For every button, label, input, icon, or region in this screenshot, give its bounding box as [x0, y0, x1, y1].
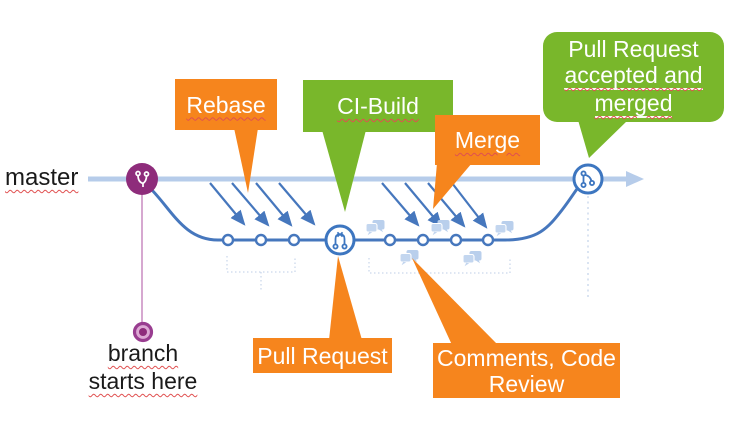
- callout-comments-line1: Comments, Code: [437, 344, 616, 371]
- callout-pr-accepted-line1: Pull Request: [568, 36, 699, 62]
- comments-callout-pointer: [412, 258, 498, 345]
- commit-node[interactable]: [449, 233, 463, 247]
- rebase-callout-pointer: [234, 128, 258, 193]
- feature-branch-line: [148, 186, 579, 242]
- callout-pr-accepted-line3: merged: [594, 90, 673, 118]
- pr-accepted-callout-pointer: [578, 120, 628, 158]
- master-branch-label-text: master: [5, 164, 79, 191]
- squash-bracket-right: [368, 258, 511, 274]
- callout-rebase[interactable]: Rebase: [175, 79, 277, 130]
- commit-node[interactable]: [287, 233, 301, 247]
- master-branch-label: master: [5, 164, 78, 192]
- callout-pull-request[interactable]: Pull Request: [253, 338, 392, 373]
- callout-pr-accepted-line2: accepted and: [564, 62, 703, 90]
- rebase-arrows-right: [381, 182, 488, 229]
- callout-rebase-label: Rebase: [186, 91, 266, 118]
- comments-icon: [399, 249, 420, 266]
- callout-merge-label: Merge: [454, 127, 521, 153]
- comments-icon: [494, 220, 515, 237]
- callout-comments-review[interactable]: Comments, Code Review: [433, 343, 620, 398]
- callout-ci-build-label: CI-Build: [337, 93, 419, 119]
- commit-node[interactable]: [416, 233, 430, 247]
- callout-comments-line2: Review: [488, 370, 565, 397]
- rebase-arrows-left: [209, 182, 316, 227]
- git-merge-icon: [580, 170, 595, 188]
- comments-icon: [430, 219, 451, 236]
- master-arrowhead-icon: [626, 171, 644, 187]
- pull-request-callout-pointer: [329, 256, 362, 340]
- branch-start-label-line1: branch: [107, 340, 179, 366]
- squash-bracket-left: [226, 256, 296, 290]
- merge-commit-node[interactable]: [572, 163, 604, 195]
- commit-node[interactable]: [221, 233, 235, 247]
- git-pull-request-icon: [332, 231, 348, 250]
- merge-callout-pointer: [433, 163, 472, 209]
- commit-node[interactable]: [254, 233, 268, 247]
- comments-icon: [365, 219, 386, 236]
- branch-point-node[interactable]: [126, 163, 158, 195]
- pull-request-node[interactable]: [324, 224, 356, 256]
- commit-node[interactable]: [481, 233, 495, 247]
- callout-pr-accepted[interactable]: Pull Request accepted and merged: [543, 32, 724, 122]
- commit-node[interactable]: [383, 233, 397, 247]
- branch-start-label-line2: starts here: [88, 368, 198, 394]
- callout-merge[interactable]: Merge: [435, 115, 540, 165]
- feature-commit-nodes: [221, 233, 495, 247]
- branch-start-label: branch starts here: [68, 339, 218, 395]
- callout-ci-build[interactable]: CI-Build: [303, 80, 453, 132]
- git-branch-icon: [135, 170, 150, 187]
- ci-build-callout-pointer: [322, 130, 366, 212]
- branch-start-node[interactable]: [132, 321, 154, 343]
- callout-pull-request-label: Pull Request: [257, 342, 388, 369]
- comments-icon: [462, 250, 483, 267]
